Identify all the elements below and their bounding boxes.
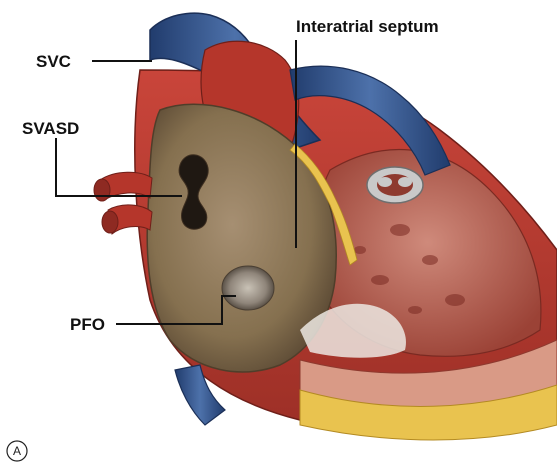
pfo-fossa	[222, 266, 274, 310]
label-svasd: SVASD	[22, 119, 79, 138]
label-pfo: PFO	[70, 315, 105, 334]
valve-ring	[367, 167, 423, 203]
label-svc: SVC	[36, 52, 71, 71]
panel-letter-badge: A	[7, 441, 27, 461]
label-interatrial-septum: Interatrial septum	[296, 17, 439, 36]
panel-letter: A	[13, 444, 21, 458]
